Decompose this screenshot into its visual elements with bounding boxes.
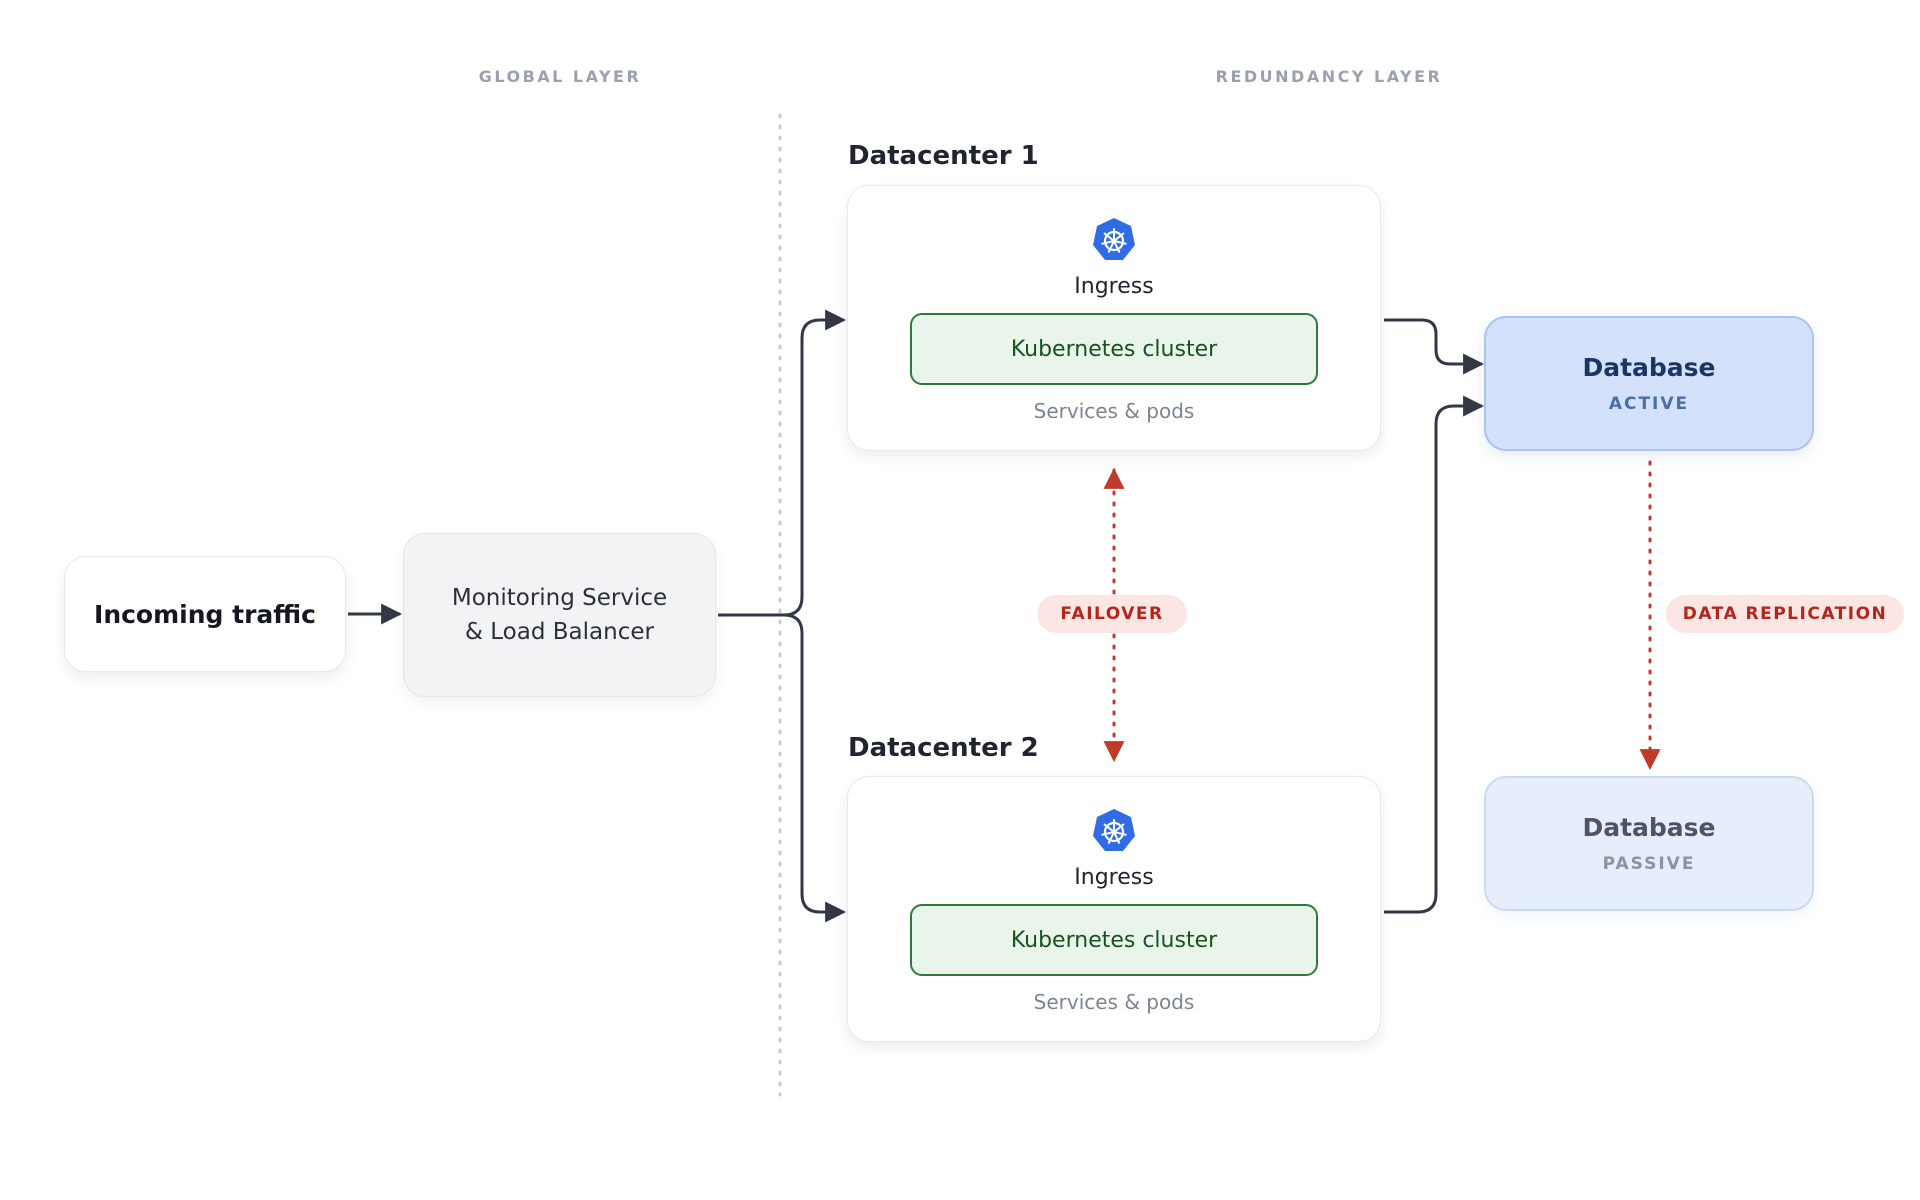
load-balancer-label: Monitoring Service & Load Balancer [451,585,668,645]
database-active-state: ACTIVE [1608,394,1690,414]
redundancy-layer-label: REDUNDANCY LAYER [1215,67,1443,86]
datacenter-2-node: Ingress Kubernetes cluster Services & po… [847,776,1381,1042]
kubernetes-icon [1093,218,1135,260]
arrow-lb-to-dc1 [718,309,847,617]
database-passive-node: Database PASSIVE [1484,776,1814,911]
kubernetes-cluster-box: Kubernetes cluster [910,904,1318,976]
arrow-dc2-to-db [1384,395,1485,914]
datacenter-1-node: Ingress Kubernetes cluster Services & po… [847,185,1381,451]
ingress-label: Ingress [1074,865,1154,890]
datacenter-1-title: Datacenter 1 [848,141,1039,171]
database-active-name: Database [1582,353,1716,382]
database-passive-name: Database [1582,813,1716,842]
database-active-node: Database ACTIVE [1484,316,1814,451]
database-passive-state: PASSIVE [1602,854,1696,874]
services-pods-label: Services & pods [1033,990,1195,1014]
kubernetes-cluster-box: Kubernetes cluster [910,313,1318,385]
load-balancer-node: Monitoring Service & Load Balancer [403,533,716,697]
kubernetes-icon [1093,809,1135,851]
datacenter-2-title: Datacenter 2 [848,733,1039,763]
failover-badge: FAILOVER [1037,595,1187,633]
global-layer-label: GLOBAL LAYER [478,67,642,86]
incoming-traffic-node: Incoming traffic [64,556,346,672]
arrow-dc1-to-db [1384,318,1485,375]
services-pods-label: Services & pods [1033,399,1195,423]
arrow-lb-to-dc2 [783,613,847,923]
incoming-traffic-label: Incoming traffic [94,599,316,629]
data-replication-badge: DATA REPLICATION [1666,595,1904,633]
ingress-label: Ingress [1074,274,1154,299]
